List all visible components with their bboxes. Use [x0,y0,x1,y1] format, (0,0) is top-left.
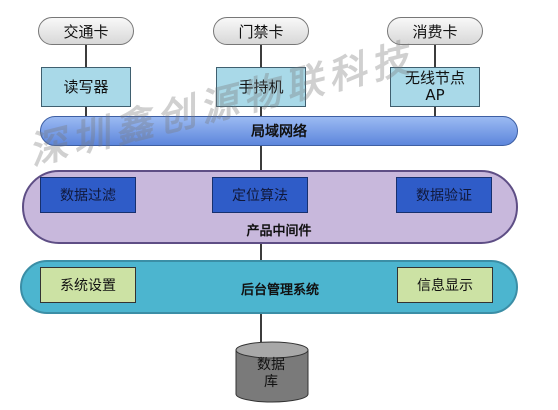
module-data-filter: 数据过滤 [40,177,136,213]
backend-display: 信息显示 [397,267,493,303]
card-consumption: 消费卡 [387,17,483,45]
connector-line [260,106,262,118]
backend-title: 后台管理系统 [240,282,319,298]
device-wireless-ap: 无线节点 AP [390,67,480,107]
backend-settings: 系统设置 [40,267,136,303]
connector-line [434,106,436,118]
connector-line [85,44,87,68]
connector-line [260,244,262,262]
card-traffic: 交通卡 [38,17,134,45]
connector-line [260,146,262,172]
module-positioning: 定位算法 [212,177,308,213]
device-reader: 读写器 [41,67,131,107]
database-icon [235,341,309,403]
device-handheld: 手持机 [216,67,306,107]
connector-line [260,44,262,68]
middleware-title: 产品中间件 [246,223,312,239]
module-data-verify: 数据验证 [396,177,492,213]
connector-line [260,314,262,348]
lan-bar: 局域网络 [40,116,518,146]
connector-line [85,106,87,118]
card-access: 门禁卡 [213,17,309,45]
connector-line [434,44,436,68]
database-label: 数据 库 [257,357,285,390]
